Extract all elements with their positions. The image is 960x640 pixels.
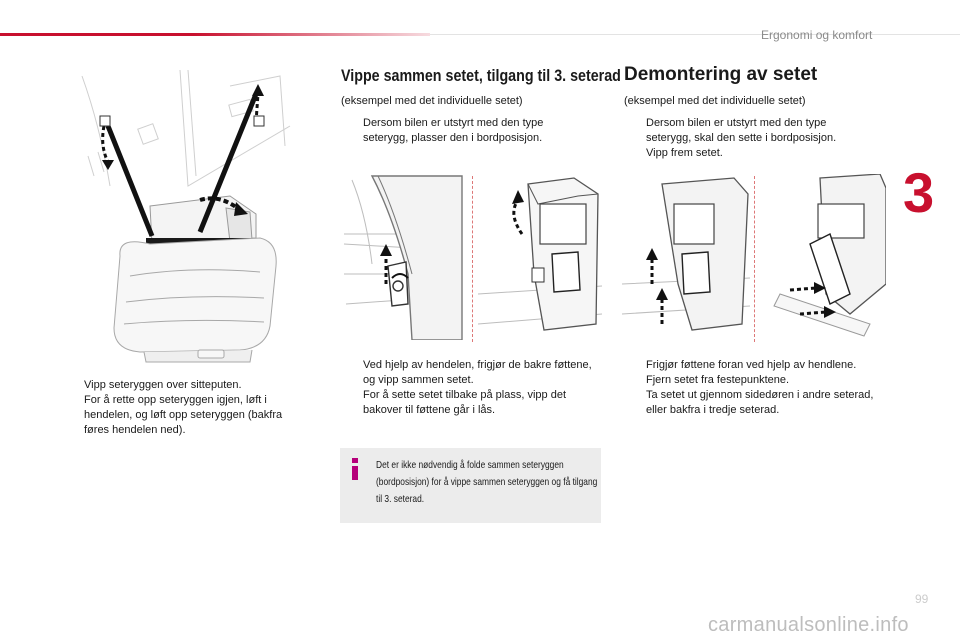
list-item: For å sette setet tilbake på plass, vipp… bbox=[363, 389, 567, 416]
info-note: Det er ikke nødvendig å folde sammen set… bbox=[340, 448, 601, 523]
section-heading-remove: Demontering av setet bbox=[624, 64, 818, 85]
info-icon bbox=[350, 458, 360, 480]
seat-fold-illustration bbox=[80, 66, 292, 366]
front-feet-release-illustration bbox=[622, 174, 750, 340]
page-number: 99 bbox=[915, 592, 929, 606]
list-item: Dersom bilen er utstyrt med den type set… bbox=[363, 117, 544, 144]
section-heading-fold: Vippe sammen setet, tilgang til 3. seter… bbox=[341, 66, 621, 85]
section-title: Ergonomi og komfort bbox=[761, 28, 873, 42]
header-rule bbox=[0, 30, 960, 40]
fold-instructions-top: Dersom bilen er utstyrt med den type set… bbox=[341, 116, 591, 146]
watermark: carmanualsonline.info bbox=[708, 614, 909, 636]
list-item: Ta setet ut gjennom sidedøren i andre se… bbox=[646, 389, 874, 416]
info-note-text: Det er ikke nødvendig å folde sammen set… bbox=[376, 459, 598, 505]
list-item: Fjern setet fra festepunktene. bbox=[646, 374, 790, 386]
list-item: Vipp seteryggen over sitteputen. bbox=[84, 379, 242, 391]
divider bbox=[754, 176, 755, 342]
list-item: For å rette opp seteryggen igjen, løft i… bbox=[84, 394, 283, 436]
list-item: Frigjør føttene foran ved hjelp av hendl… bbox=[646, 359, 857, 371]
fold-instructions-bottom: Ved hjelp av hendelen, frigjør de bakre … bbox=[341, 358, 601, 418]
list-item: Dersom bilen er utstyrt med den type set… bbox=[646, 117, 837, 144]
subtitle-fold: (eksempel med det individuelle setet) bbox=[341, 95, 523, 107]
remove-instructions-top: Dersom bilen er utstyrt med den type set… bbox=[624, 116, 874, 161]
seat-fold-forward-illustration bbox=[478, 174, 602, 340]
left-instructions: Vipp seteryggen over sitteputen. For å r… bbox=[62, 378, 302, 438]
list-item: Vipp frem setet. bbox=[646, 147, 723, 159]
chapter-number: 3 bbox=[903, 161, 935, 224]
seat-removal-illustration bbox=[760, 174, 886, 340]
remove-instructions-bottom: Frigjør føttene foran ved hjelp av hendl… bbox=[624, 358, 894, 418]
subtitle-remove: (eksempel med det individuelle setet) bbox=[624, 95, 806, 107]
list-item: Ved hjelp av hendelen, frigjør de bakre … bbox=[363, 359, 592, 386]
seat-release-illustration bbox=[342, 174, 468, 340]
divider bbox=[472, 176, 473, 342]
